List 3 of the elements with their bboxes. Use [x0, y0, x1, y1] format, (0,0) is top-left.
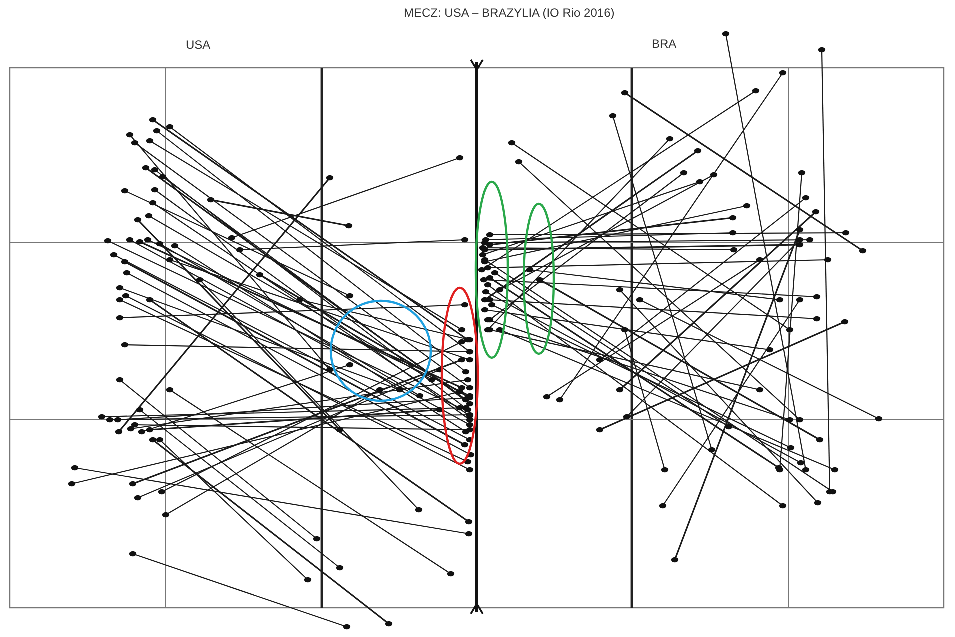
team-label: USA — [186, 38, 211, 52]
team-label: BRA — [652, 37, 677, 51]
diagram-title: MECZ: USA – BRAZYLIA (IO Rio 2016) — [404, 6, 615, 20]
